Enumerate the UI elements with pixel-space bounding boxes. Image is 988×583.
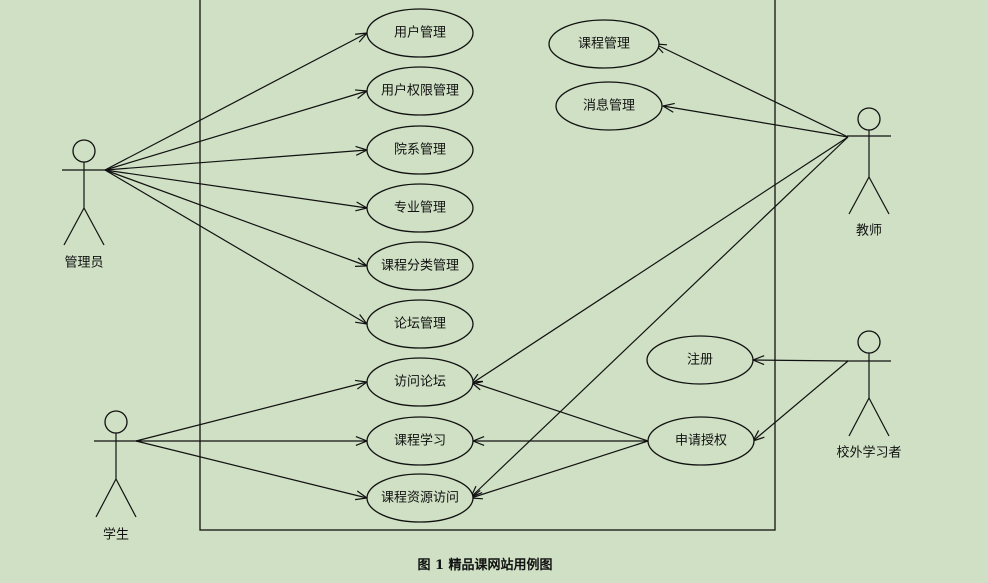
use-case-course-management: 课程管理	[548, 19, 660, 69]
use-case-visit-forum: 访问论坛	[366, 357, 474, 407]
association-line	[135, 440, 368, 499]
actor-label: 校外学习者	[836, 445, 901, 461]
actor-external-learner: 校外学习者	[836, 330, 902, 461]
use-case-resource-access: 课程资源访问	[366, 473, 474, 523]
arrowhead	[355, 314, 369, 325]
association-line	[104, 169, 368, 325]
use-case-permission-management: 用户权限管理	[366, 66, 474, 116]
actor-head	[104, 410, 128, 434]
actor-label: 教师	[856, 223, 882, 239]
use-case-label: 课程资源访问	[381, 491, 459, 506]
association-line	[470, 136, 849, 498]
actor-head	[72, 139, 96, 163]
actor-teacher: 教师	[847, 107, 891, 239]
use-case-category-management: 课程分类管理	[366, 241, 474, 291]
use-case-apply-authorization: 申请授权	[647, 416, 755, 466]
association-line	[104, 169, 368, 209]
association-line	[104, 90, 368, 171]
arrowhead	[661, 102, 675, 113]
use-case-label: 课程分类管理	[381, 259, 459, 274]
use-case-user-management: 用户管理	[366, 8, 474, 58]
figure-caption: 图 1 精品课网站用例图	[417, 557, 552, 573]
use-case-label: 注册	[687, 353, 713, 368]
use-case-register: 注册	[646, 335, 754, 385]
actor-label: 学生	[103, 527, 129, 543]
association-line	[104, 32, 368, 171]
association-line	[104, 169, 368, 267]
association-line	[470, 136, 849, 385]
use-case-label: 用户管理	[394, 25, 446, 41]
use-case-label: 访问论坛	[394, 375, 446, 390]
actor-head	[857, 107, 881, 131]
association-line	[654, 43, 849, 138]
association-line	[470, 381, 649, 442]
use-case-message-management: 消息管理	[555, 81, 663, 131]
actor-student: 学生	[94, 410, 138, 543]
use-case-label: 论坛管理	[394, 317, 446, 332]
use-case-forum-management: 论坛管理	[366, 299, 474, 349]
use-case-label: 课程学习	[394, 433, 446, 449]
use-case-department-management: 院系管理	[366, 125, 474, 175]
actor-head	[857, 330, 881, 354]
use-case-major-management: 专业管理	[366, 183, 474, 233]
association-line	[752, 360, 849, 442]
use-case-label: 用户权限管理	[381, 83, 459, 99]
association-line	[135, 381, 368, 442]
association-line	[752, 359, 849, 362]
use-case-label: 消息管理	[583, 98, 635, 114]
use-case-label: 申请授权	[675, 433, 727, 449]
system-boundary	[199, 0, 776, 531]
association-line	[470, 440, 649, 499]
arrowhead	[355, 32, 369, 43]
actor-admin: 管理员	[62, 139, 106, 271]
use-case-label: 专业管理	[394, 201, 446, 216]
use-case-label: 院系管理	[394, 143, 446, 158]
association-line	[104, 149, 368, 171]
use-case-label: 课程管理	[578, 37, 630, 52]
use-case-course-study: 课程学习	[366, 416, 474, 466]
association-line	[662, 105, 849, 138]
actor-label: 管理员	[64, 256, 103, 271]
